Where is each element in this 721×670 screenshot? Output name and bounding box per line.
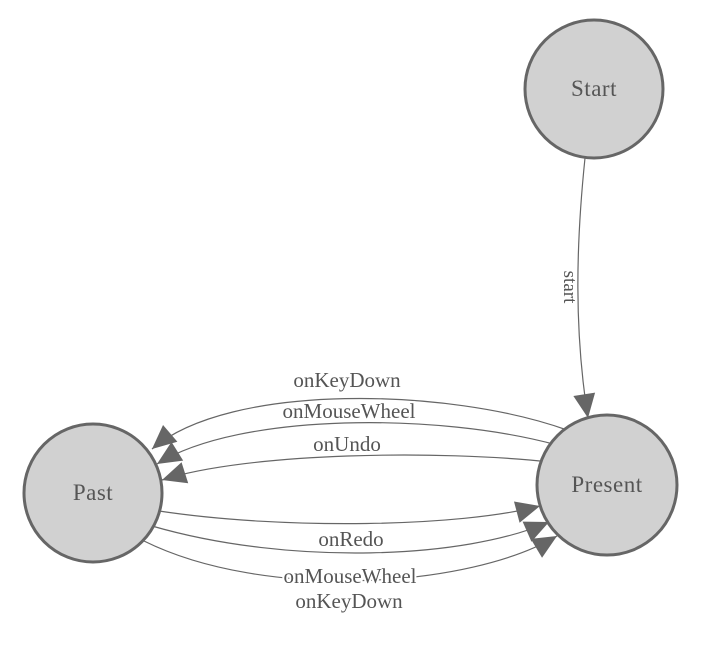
edge-past-to-present-onredo — [158, 501, 541, 525]
edge-label-onkeydown-bottom: onKeyDown — [295, 589, 403, 613]
edge-label-start: start — [559, 271, 580, 304]
edge-past-to-present-onmousewheel — [151, 521, 550, 554]
state-node-present: Present — [535, 413, 679, 557]
edge-label-onmousewheel-bottom: onMouseWheel — [284, 564, 417, 588]
edge-label-onredo: onRedo — [318, 527, 383, 551]
edge-label-onundo: onUndo — [313, 432, 381, 456]
edge-label-onmousewheel-top: onMouseWheel — [283, 399, 416, 423]
edge-past-to-present-onkeydown — [143, 535, 558, 582]
edge-start-to-present — [573, 157, 596, 419]
state-past-label: Past — [73, 480, 113, 505]
state-start-label: Start — [571, 76, 617, 101]
state-present-circle — [535, 413, 679, 557]
edge-present-to-past-onkeydown — [151, 397, 568, 450]
edge-label-onkeydown-top: onKeyDown — [293, 368, 401, 392]
edge-present-to-past-onundo — [161, 454, 551, 484]
state-start-circle — [523, 18, 665, 160]
edge-group — [143, 157, 596, 582]
edge-present-to-past-onmousewheel — [156, 422, 558, 465]
state-present-label: Present — [571, 472, 642, 497]
state-past-circle — [22, 422, 164, 564]
edge-label-group: start onKeyDown onMouseWheel onUndo onRe… — [281, 269, 582, 615]
state-node-past: Past — [22, 422, 164, 564]
state-node-start: Start — [523, 18, 665, 160]
